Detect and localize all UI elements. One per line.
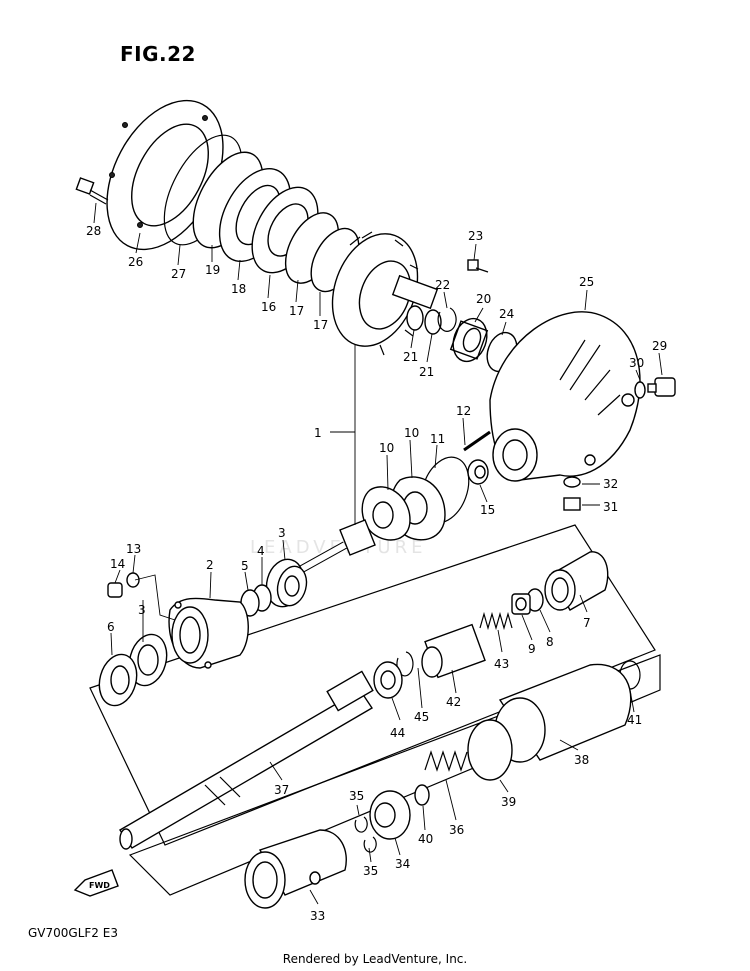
callout-10: 10: [379, 441, 394, 455]
part-28-bolt: [75, 177, 109, 205]
callout-44: 44: [390, 726, 405, 740]
part-3-bearing-b: [128, 633, 168, 687]
callout-31: 31: [603, 500, 618, 514]
callout-37: 37: [274, 783, 289, 797]
callout-3: 3: [278, 526, 286, 540]
part-1-ring-gear: [331, 231, 439, 356]
callout-1: 1: [314, 426, 322, 440]
part-14-nut: [107, 582, 123, 598]
callout-3b: 3: [138, 603, 146, 617]
part-23-screw: [467, 259, 489, 273]
callout-2: 2: [206, 558, 214, 572]
callout-12: 12: [456, 404, 471, 418]
callout-7: 7: [583, 616, 591, 630]
callout-15: 15: [480, 503, 495, 517]
part-40-washer: [414, 784, 430, 806]
callout-23: 23: [468, 229, 483, 243]
callout-11: 11: [430, 432, 445, 446]
callout-45: 45: [414, 710, 429, 724]
part-44-bearing: [373, 661, 403, 699]
callout-labels: 1 2 3 3 4 5 6 7 8 9 10 10 11 12 13 14 15…: [86, 224, 667, 923]
part-9-nut: [511, 593, 531, 615]
callout-35b: 35: [363, 864, 378, 878]
callout-5: 5: [241, 559, 249, 573]
callout-35: 35: [349, 789, 364, 803]
svg-text:FWD: FWD: [89, 881, 110, 890]
part-3-bearing: [265, 558, 308, 608]
part-12-stud: [463, 430, 491, 452]
callout-24: 24: [499, 307, 514, 321]
callout-6: 6: [107, 620, 115, 634]
callout-43: 43: [494, 657, 509, 671]
forward-direction-arrow: FWD: [73, 869, 119, 897]
callout-8: 8: [546, 635, 554, 649]
callout-17b: 17: [313, 318, 328, 332]
callout-21b: 21: [419, 365, 434, 379]
part-35-circlip-b: [363, 836, 377, 853]
callout-38: 38: [574, 753, 589, 767]
part-10-bearing-case: [361, 476, 446, 541]
part-32-washer: [563, 476, 581, 488]
callout-33: 33: [310, 909, 325, 923]
part-7-coupling: [544, 551, 609, 611]
part-6-oil-seal: [98, 653, 138, 707]
part-36-spring: [424, 750, 468, 772]
part-38-rubber-boot: [494, 663, 632, 763]
part-34-yoke: [369, 790, 411, 840]
callout-30: 30: [629, 356, 644, 370]
callout-19: 19: [205, 263, 220, 277]
part-39-o-ring: [467, 719, 513, 781]
model-code: GV700GLF2 E3: [28, 926, 118, 940]
part-33-universal-joint: [244, 829, 347, 909]
callout-17: 17: [289, 304, 304, 318]
part-22-circlip: [437, 307, 457, 332]
part-42-damper-cam: [421, 623, 486, 679]
part-35-circlip: [354, 816, 368, 833]
callout-27: 27: [171, 267, 186, 281]
part-1-drive-pinion: [298, 519, 376, 574]
part-43-spring: [479, 611, 513, 631]
callout-14: 14: [110, 557, 125, 571]
part-20-bearing: [449, 317, 489, 363]
part-21-spacer: [406, 305, 424, 331]
part-30-washer: [634, 381, 646, 399]
callout-28: 28: [86, 224, 101, 238]
callout-36: 36: [449, 823, 464, 837]
part-13-washer: [126, 572, 140, 588]
callout-21: 21: [403, 350, 418, 364]
render-credit: Rendered by LeadVenture, Inc.: [282, 952, 468, 966]
figure-title: FIG.22: [120, 42, 196, 66]
callout-32: 32: [603, 477, 618, 491]
callout-16: 16: [261, 300, 276, 314]
part-25-final-drive-housing: [489, 311, 641, 482]
part-31-filler-bolt: [563, 497, 581, 511]
callout-4: 4: [257, 544, 265, 558]
part-21-spacer-b: [424, 309, 442, 335]
part-29-drain-plug: [647, 377, 676, 397]
callout-10b: 10: [404, 426, 419, 440]
part-15-needle-bearing: [467, 459, 489, 485]
callout-42: 42: [446, 695, 461, 709]
callout-39: 39: [501, 795, 516, 809]
callout-41: 41: [627, 713, 642, 727]
callout-25: 25: [579, 275, 594, 289]
callout-9: 9: [528, 642, 536, 656]
callout-22: 22: [435, 278, 450, 292]
callout-34: 34: [395, 857, 410, 871]
callout-20: 20: [476, 292, 491, 306]
callout-40: 40: [418, 832, 433, 846]
callout-13: 13: [126, 542, 141, 556]
part-37-drive-shaft: [119, 670, 374, 850]
callout-26: 26: [128, 255, 143, 269]
leader-lines: [93, 202, 663, 905]
callout-18: 18: [231, 282, 246, 296]
shaft-group-outline: [89, 524, 656, 846]
part-2-bearing-housing: [168, 597, 249, 669]
callout-29: 29: [652, 339, 667, 353]
